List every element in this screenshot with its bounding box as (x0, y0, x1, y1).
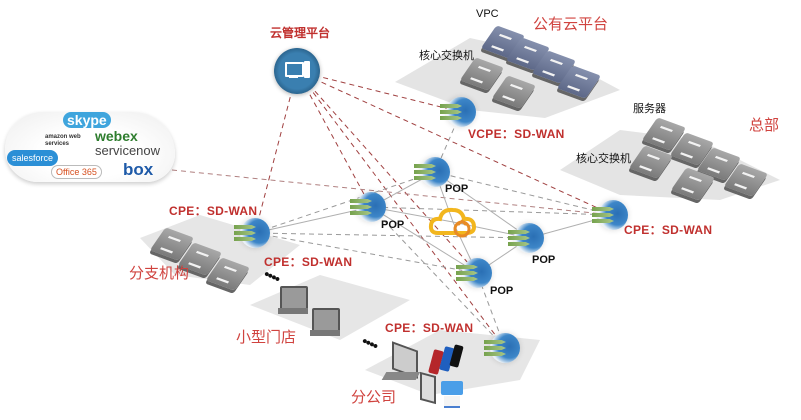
vcpe-node[interactable] (440, 97, 476, 127)
arrow-bars-icon (234, 225, 256, 243)
hq-label: 总部 (749, 117, 780, 134)
hq-cpe-node[interactable] (592, 200, 628, 230)
computer-stand (289, 76, 298, 78)
branch-cpe-label: CPE：SD-WAN (169, 204, 258, 218)
dashed-link (296, 70, 462, 113)
public-core-switch-label: 核心交换机 (419, 50, 474, 62)
pop-node[interactable] (414, 157, 450, 187)
dashed-link (434, 171, 614, 216)
arrow-bars-icon (456, 265, 478, 283)
office-label: 分公司 (351, 389, 397, 406)
tablet-icon (420, 371, 436, 405)
dashed-link (254, 171, 436, 234)
dashed-link (296, 70, 506, 349)
aws-logo: amazon web services (45, 134, 81, 147)
laptop-keyboard (381, 372, 421, 380)
arrow-bars-icon (440, 104, 462, 122)
dashed-link (254, 70, 298, 234)
vcpe-label: VCPE：SD-WAN (468, 127, 565, 141)
skype-logo: skype (63, 112, 111, 128)
store-cpe-label: CPE：SD-WAN (264, 255, 353, 269)
pop-link (434, 171, 530, 239)
office-cpe-label: CPE：SD-WAN (385, 321, 474, 335)
pop-label: POP (532, 254, 556, 266)
pop-node[interactable] (508, 223, 544, 253)
saas-cloud: skype amazon web services webex servicen… (5, 112, 175, 182)
hq-core-switch-label: 核心交换机 (576, 153, 631, 165)
pop-label: POP (381, 219, 405, 231)
dashed-link (370, 206, 506, 349)
office-cpe-node[interactable] (484, 333, 520, 363)
salesforce-logo: salesforce (7, 150, 59, 166)
webex-logo: webex (95, 128, 138, 144)
arrow-bars-icon (484, 340, 506, 358)
branch-label: 分支机构 (129, 265, 190, 282)
pop-node[interactable] (350, 192, 386, 222)
dashed-link (370, 206, 614, 216)
dashed-link (296, 70, 614, 216)
branch-cpe-node[interactable] (234, 218, 270, 248)
servicenow-logo: servicenow (95, 143, 161, 158)
store-pc (310, 308, 340, 336)
servers-label: 服务器 (633, 103, 666, 115)
pop-link (370, 206, 478, 274)
sdwan-cloud-icon (428, 207, 477, 238)
arrow-bars-icon (592, 207, 614, 225)
cloud-mgmt-label: 云管理平台 (270, 26, 331, 40)
store-label: 小型门店 (236, 329, 297, 346)
hq-cpe-label: CPE：SD-WAN (624, 223, 713, 237)
public-cloud-label: 公有云平台 (533, 16, 609, 33)
dashed-link (171, 169, 614, 216)
office365-logo: Office 365 (51, 165, 102, 179)
store-pc (278, 286, 308, 314)
dashed-link (254, 232, 478, 274)
box-logo: box (123, 160, 154, 179)
tower-icon (304, 61, 310, 78)
arrow-bars-icon (350, 199, 372, 217)
pop-node[interactable] (456, 258, 492, 288)
cloud-mgmt-node[interactable] (274, 48, 320, 94)
card-paper (444, 396, 460, 408)
card-icon (441, 381, 463, 395)
arrow-bars-icon (414, 164, 436, 182)
dashed-link (254, 232, 530, 239)
arrow-bars-icon (508, 230, 530, 248)
dashed-link (296, 70, 478, 274)
dashed-link (296, 70, 372, 208)
pop-label: POP (490, 285, 514, 297)
pop-label: POP (445, 183, 469, 195)
vpc-label: VPC (476, 8, 499, 20)
computer-icon (285, 62, 304, 77)
